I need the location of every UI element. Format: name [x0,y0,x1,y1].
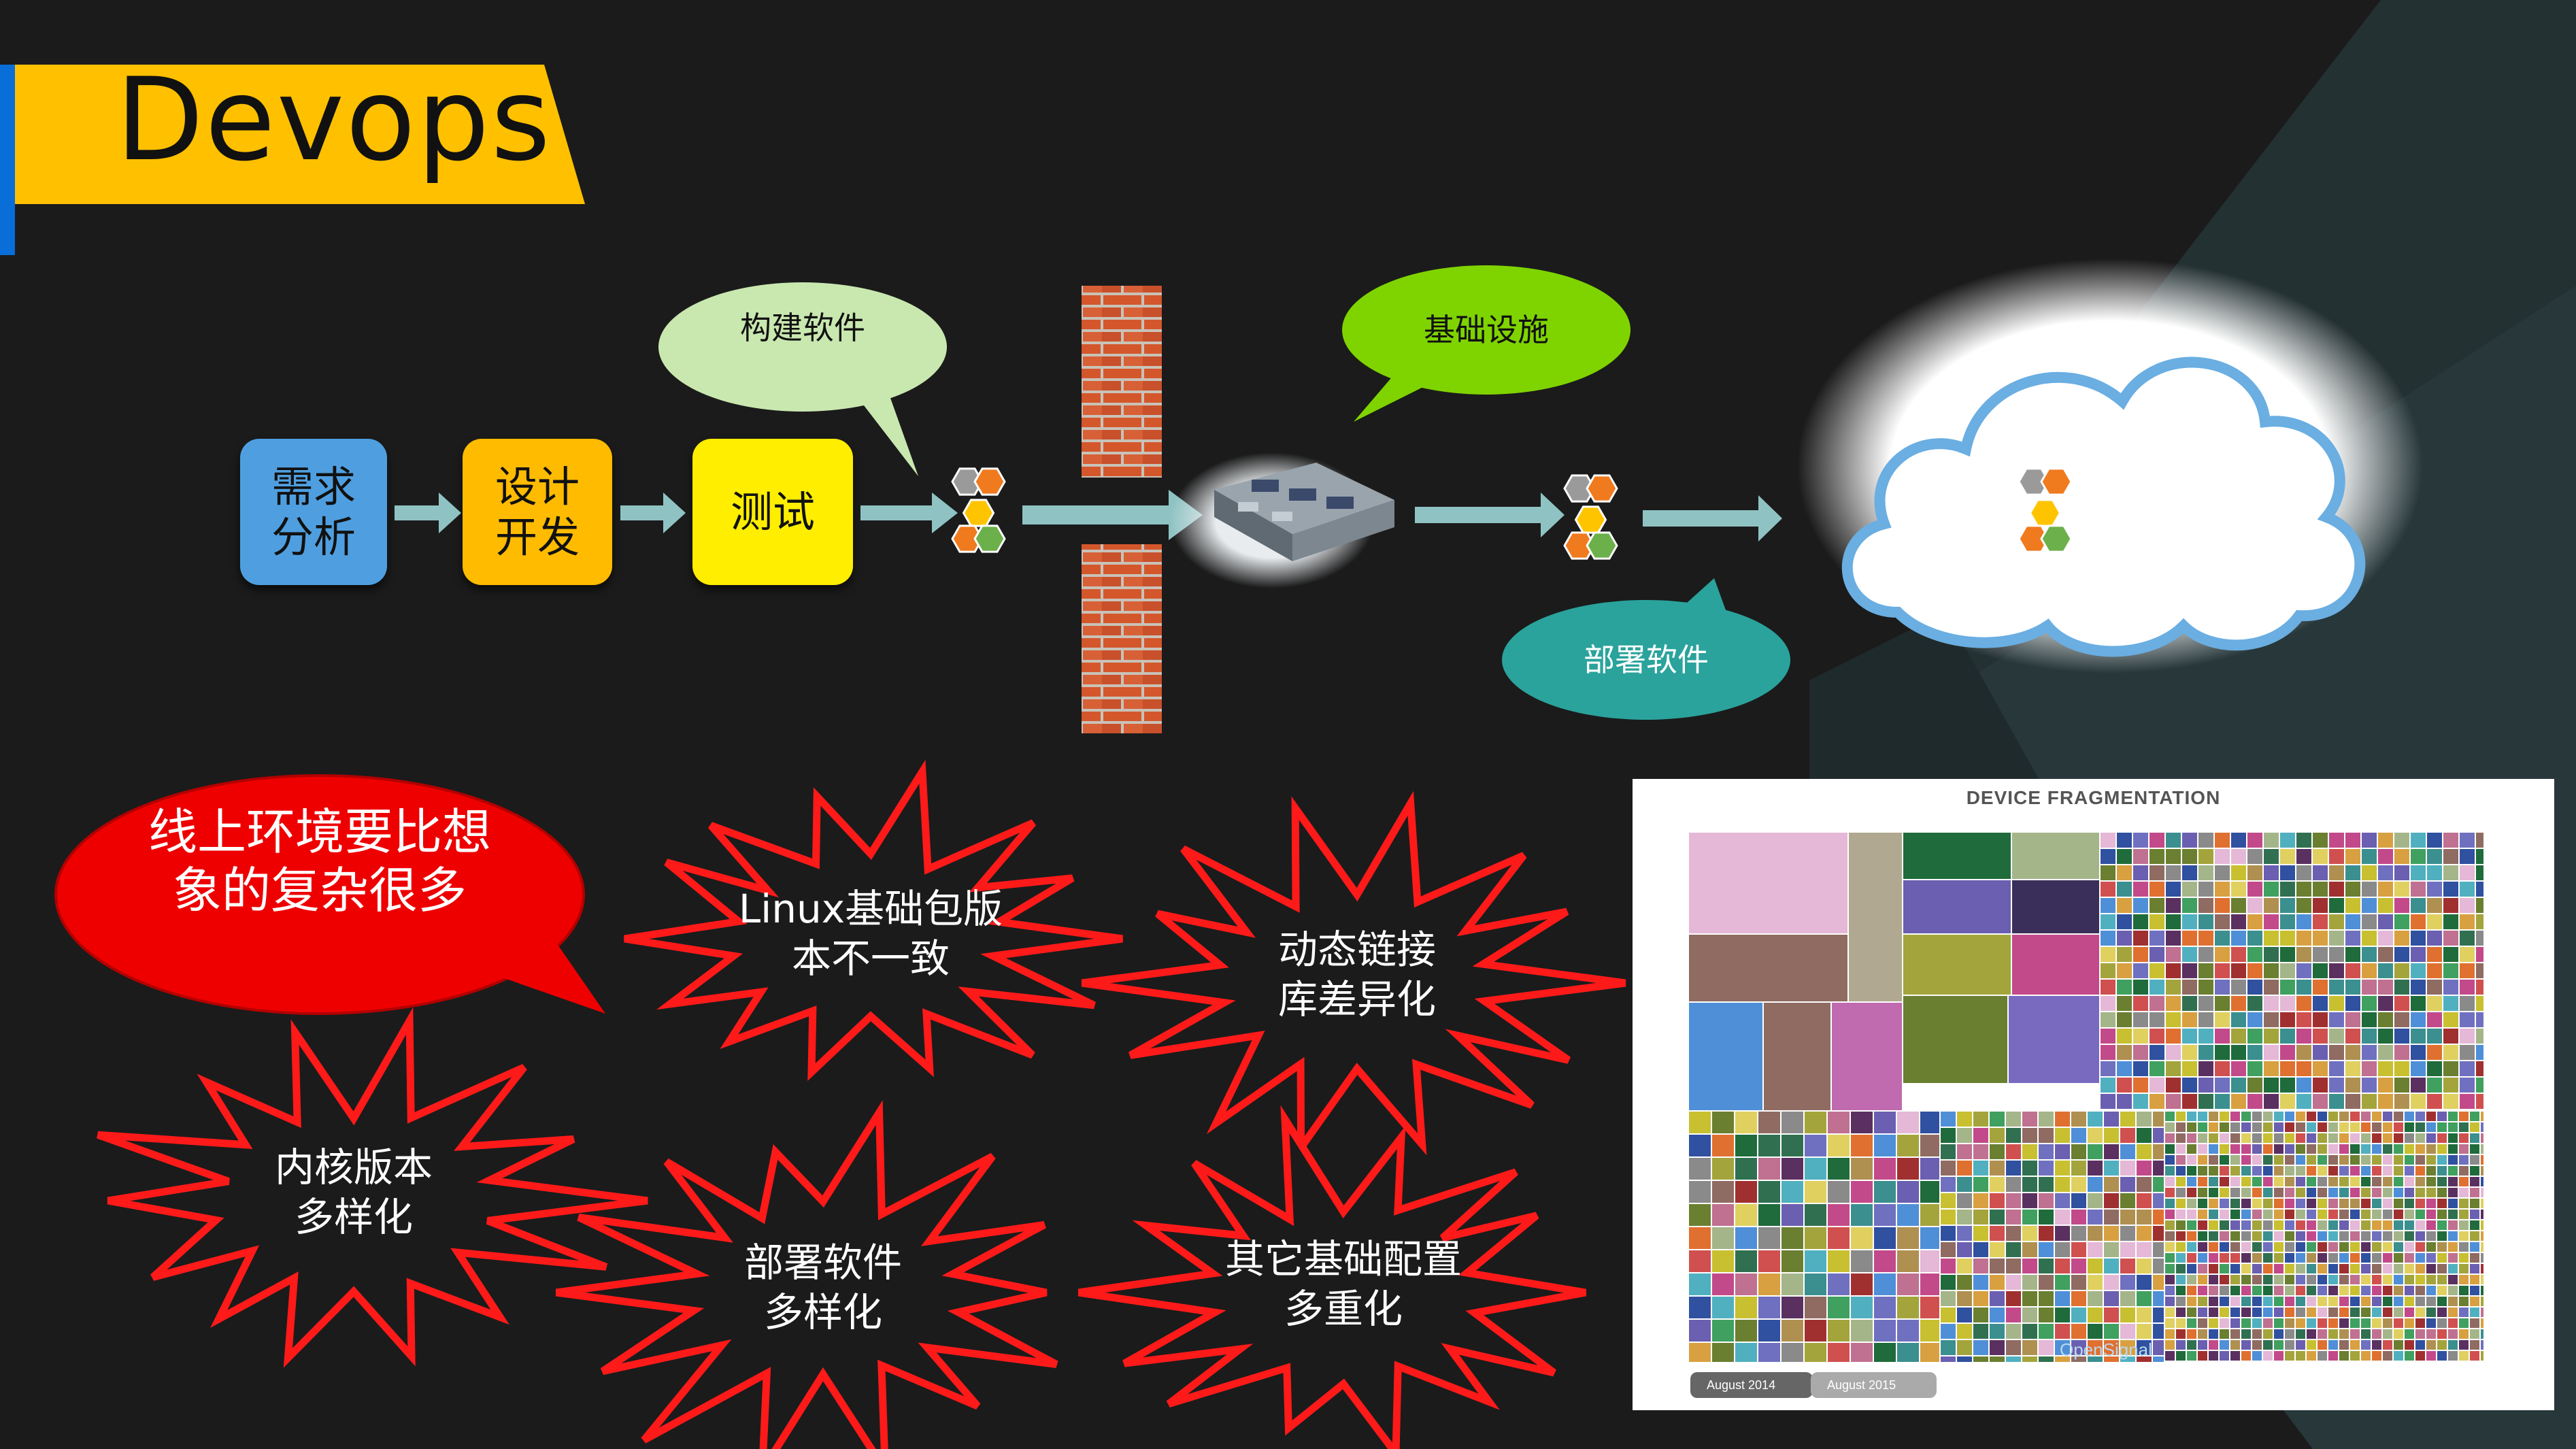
page-title: Devops [116,53,552,186]
tab-2014[interactable]: August 2014 [1690,1372,1813,1398]
callout-build-label: 构建软件 [740,310,865,346]
burst-label-kernel-versions: 内核版本 多样化 [274,1144,433,1240]
cloud-icon [1797,259,2423,673]
callout-infra-label: 基础设施 [1424,312,1549,348]
main-problem-text: 线上环境要比想 象的复杂很多 [148,803,491,920]
callout-deploy-software [1502,578,1790,720]
arrow-right-icon [620,493,686,533]
fragmentation-treemap [1688,832,2484,1363]
arrow-right-icon [395,493,461,533]
burst-label-dynamic-libraries: 动态链接 库差异化 [1277,927,1436,1022]
callout-build-software [658,282,947,476]
callout-infrastructure [1342,265,1630,422]
brick-wall-icon [1082,286,1162,478]
step-requirements-analysis: 需求 分析 [240,439,387,585]
server-rack-icon [1170,452,1394,588]
panel-title: DEVICE FRAGMENTATION [1966,787,2221,808]
burst-label-deploy-software: 部署软件 多样化 [743,1239,902,1335]
burst-label-linux-packages: Linux基础包版 本不一致 [738,886,1003,982]
brick-wall-icon [1082,544,1162,733]
arrow-right-icon [860,493,958,533]
watermark-text: OpenSignal [2060,1339,2152,1360]
device-fragmentation-panel: DEVICE FRAGMENTATION OpenSignal August 2… [1633,779,2554,1410]
burst-label-other-config: 其它基础配置 多重化 [1224,1236,1462,1332]
arrow-right-icon [1415,493,1565,537]
tab-2015[interactable]: August 2015 [1811,1372,1937,1398]
step-design-development: 设计 开发 [463,439,612,585]
callout-complex-environment [54,774,605,1015]
callout-deploy-label: 部署软件 [1584,642,1709,678]
arrow-right-icon [1643,495,1782,542]
title-accent-bar [0,65,15,255]
step-testing: 测试 [692,439,853,585]
